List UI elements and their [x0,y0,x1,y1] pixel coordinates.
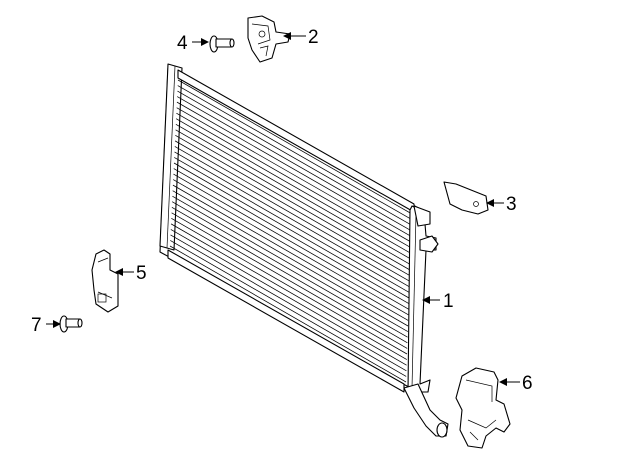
fin-line [174,140,410,276]
fin-line [174,146,410,282]
bolt-upper [209,35,235,53]
fin-line [176,101,412,237]
fin-line [171,201,408,338]
callout-3: 3 [506,194,517,215]
fin-line [175,135,411,271]
fin-line [173,162,410,299]
fin-line [170,240,407,377]
fin-line [170,229,407,366]
fin-line [171,218,408,355]
fin-line [169,245,407,383]
fin-line [173,173,409,310]
fin-line [176,107,412,243]
fin-line [177,96,412,232]
fin-line [170,234,407,372]
fin-line [174,157,410,293]
fin-line [172,184,409,321]
fin-line [172,190,409,327]
fin-line [177,79,413,215]
fin-line [174,151,410,288]
fin-line [170,223,407,360]
callout-5: 5 [136,263,147,284]
callout-4: 4 [177,33,188,54]
fin-line [171,206,408,344]
condenser-core [159,63,449,438]
lower-right-bracket [455,367,511,449]
callout-labels: 1 2 3 4 5 6 7 [31,27,533,394]
fin-line [175,123,411,260]
callout-1: 1 [443,291,454,312]
callout-2: 2 [308,27,319,48]
lower-left-bracket [91,249,119,313]
fin-line [175,129,411,265]
fin-line [175,118,411,254]
fin-line [173,168,409,304]
fin-line [171,212,408,349]
condenser-fins [169,79,413,383]
fin-line [176,112,411,248]
fin-line [177,90,412,226]
callout-6: 6 [522,373,533,394]
callout-7: 7 [31,315,42,336]
fin-line [173,179,409,316]
leader-lines [46,32,520,386]
side-bracket-plate [443,181,489,215]
fin-line [172,195,408,332]
fin-line [177,85,412,220]
bolt-lower [59,315,83,333]
upper-bracket [247,15,291,63]
